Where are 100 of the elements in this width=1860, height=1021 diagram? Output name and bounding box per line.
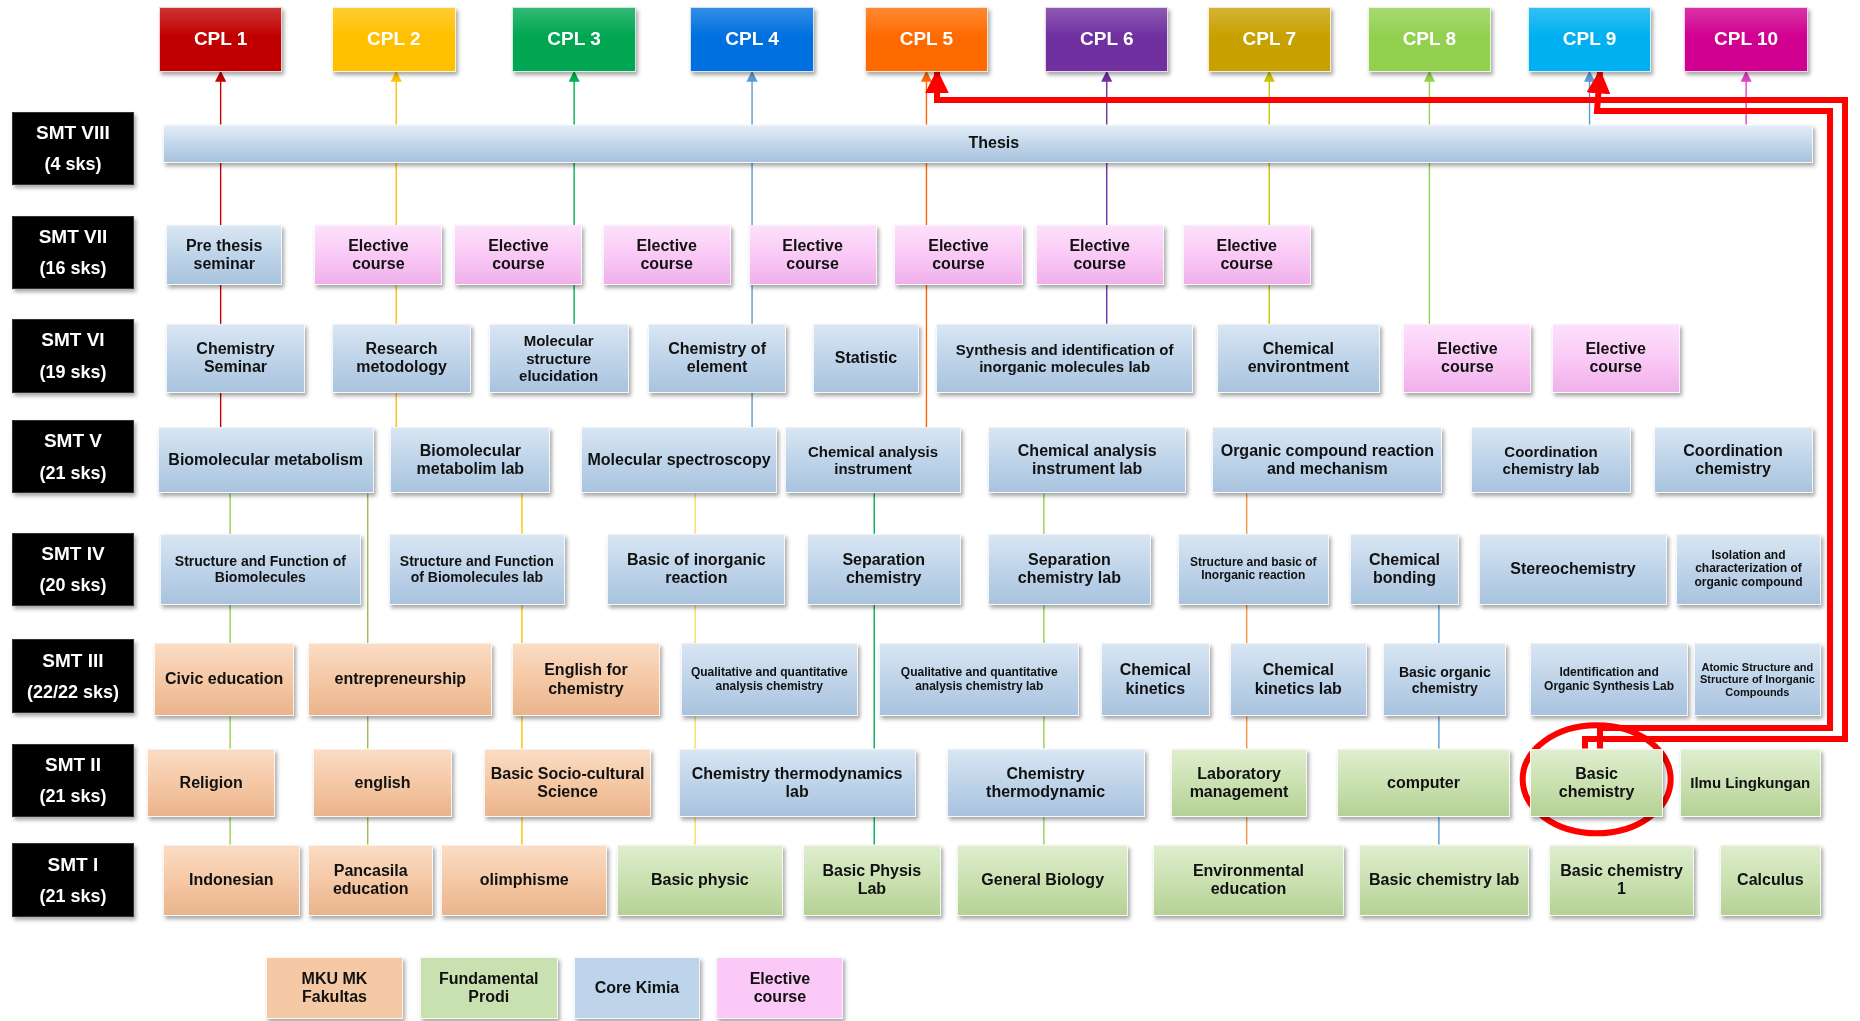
- course-box: [308, 844, 433, 916]
- connector-line: [751, 284, 753, 325]
- semester-box: [11, 743, 135, 818]
- course-box: [806, 533, 961, 605]
- outcome-box: [1367, 6, 1492, 72]
- course-name: Basic chemistry 1: [1559, 861, 1684, 899]
- course-box: [1230, 642, 1367, 717]
- connector-line: [395, 284, 397, 325]
- semester-name: SMT VI: [41, 329, 105, 352]
- semester-box: [11, 215, 135, 290]
- course-name: Stereochemistry: [1510, 560, 1636, 579]
- course-name: Elective course: [927, 236, 990, 274]
- course-name: Environmental education: [1191, 861, 1306, 899]
- connector-line: [1246, 604, 1248, 644]
- course-name: Biomolecular metabolim lab: [415, 441, 526, 479]
- course-name: Atomic Structure and Structure of Inorganic Compounds: [1699, 660, 1815, 699]
- outcome-name: CPL 7: [1242, 28, 1296, 51]
- course-box: [1549, 844, 1694, 916]
- semester-box: [11, 111, 135, 186]
- course-box: [1403, 323, 1532, 393]
- connector-line: [521, 816, 523, 846]
- course-name: Research metodology: [355, 339, 448, 377]
- outcome-name: CPL 6: [1080, 28, 1134, 51]
- outcome-name: CPL 8: [1402, 28, 1457, 51]
- course-box: [1217, 323, 1380, 393]
- connector-line: [367, 816, 369, 846]
- course-box: [314, 225, 443, 285]
- course-box: [988, 533, 1151, 605]
- course-box: [1035, 225, 1164, 285]
- course-box: [512, 642, 660, 717]
- course-name: Chemical analysis instrument: [807, 443, 940, 478]
- course-box: [957, 844, 1129, 916]
- legend-key: Fundamental Prodi: [419, 957, 558, 1019]
- course-name: Structure and Function of Biomolecules lab: [398, 553, 555, 586]
- course-box: [581, 427, 777, 494]
- course-name: Chemistry thermodynamic: [985, 764, 1107, 802]
- connector-line: [1428, 161, 1431, 325]
- course-box: [308, 642, 493, 717]
- course-name: computer: [1387, 773, 1460, 793]
- outcome-box: [332, 6, 456, 72]
- course-name: Laboratory management: [1188, 764, 1290, 802]
- course-name: Pre thesis seminar: [184, 236, 264, 274]
- course-name: Organic compound reaction and mechanism: [1219, 441, 1436, 479]
- connector-line: [395, 161, 397, 227]
- connector-line: [873, 604, 875, 750]
- credit-count: (20 sks): [39, 575, 107, 596]
- semester-name: SMT III: [42, 649, 104, 672]
- connector-line: [694, 604, 696, 644]
- course-box: [1653, 427, 1813, 494]
- course-name: Identification and Organic Synthesis Lab: [1543, 665, 1676, 694]
- outcome-box: [158, 6, 283, 72]
- semester-name: SMT I: [47, 853, 99, 876]
- course-box: [678, 748, 916, 818]
- course-box: [147, 748, 276, 818]
- credit-count: (19 sks): [39, 361, 107, 383]
- outcome-box: [1207, 6, 1331, 72]
- connector-line: [1043, 715, 1045, 750]
- course-name: Civic education: [165, 670, 284, 689]
- connector-line: [1043, 604, 1045, 644]
- connector-line: [1246, 492, 1248, 535]
- connector-line: [1106, 284, 1108, 325]
- credit-count: (22/22 sks): [26, 681, 119, 703]
- course-box: [1100, 642, 1210, 717]
- connector-line: [229, 816, 231, 846]
- semester-name: SMT II: [44, 754, 101, 776]
- course-name: Thesis: [968, 134, 1020, 153]
- course-box: [1530, 748, 1664, 818]
- credit-count: (4 sks): [44, 154, 102, 175]
- course-box: [1212, 427, 1443, 494]
- course-name: Basic organic chemistry: [1397, 663, 1492, 696]
- course-box: [812, 323, 920, 393]
- outcome-box: [690, 6, 814, 72]
- legend-key: Elective course: [716, 957, 844, 1019]
- course-box: [785, 427, 961, 494]
- course-box: [160, 533, 361, 605]
- connector-line: [1043, 816, 1045, 846]
- connector-line: [694, 715, 696, 750]
- connector-line: [573, 284, 575, 325]
- thesis-bar: [162, 124, 1813, 163]
- credit-count: (21 sks): [39, 786, 107, 808]
- connector-line: [367, 492, 369, 644]
- course-name: Basic chemistry: [1557, 764, 1636, 802]
- course-box: [1349, 533, 1460, 605]
- arrow: [1423, 70, 1435, 126]
- course-name: Molecular spectroscopy: [587, 451, 771, 470]
- outcome-box: [1045, 6, 1169, 72]
- course-box: [454, 225, 583, 285]
- course-box: [988, 427, 1187, 494]
- course-box: [1479, 533, 1667, 605]
- course-name: Chemistry Seminar: [195, 339, 276, 377]
- course-name: Basic Socio-cultural Science: [489, 764, 646, 802]
- course-name: Separation chemistry lab: [1016, 551, 1122, 588]
- course-box: [1177, 533, 1329, 605]
- course-name: Separation chemistry: [841, 551, 927, 588]
- outcome-name: CPL 1: [193, 28, 248, 51]
- course-name: Elective course: [635, 236, 698, 274]
- semester-box: [11, 419, 135, 494]
- connector-line: [694, 492, 696, 535]
- connector-line: [367, 715, 369, 750]
- course-name: Calculus: [1737, 870, 1804, 890]
